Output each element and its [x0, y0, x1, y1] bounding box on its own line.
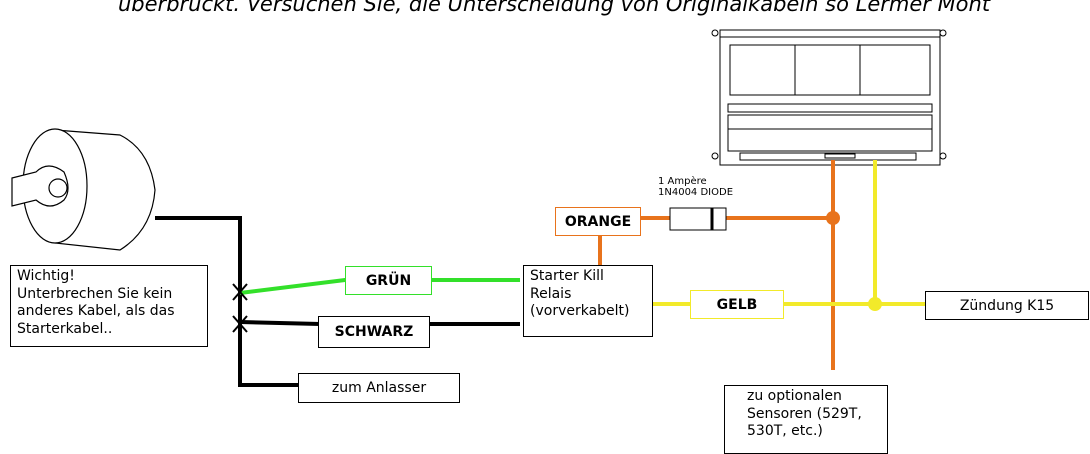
label-gruen: GRÜN — [345, 266, 432, 295]
important-note-box: Wichtig! Unterbrechen Sie kein anderes K… — [10, 265, 208, 347]
yellow-junction — [868, 297, 882, 311]
top-instruction-text: überbrückt. Versuchen Sie, die Untersche… — [118, 0, 991, 16]
orange-junction — [826, 211, 840, 225]
cut-mark-lower — [232, 315, 248, 333]
wire-black-ignition — [155, 216, 300, 387]
cut-mark-upper — [232, 283, 248, 301]
sensoren-box: zu optionalen Sensoren (529T, 530T, etc.… — [724, 385, 888, 454]
diode-label: 1 Ampère 1N4004 DIODE — [658, 176, 734, 198]
ignition-lock-icon — [11, 128, 156, 251]
label-orange: ORANGE — [555, 207, 641, 236]
label-schwarz: SCHWARZ — [318, 316, 430, 348]
diode-icon — [669, 207, 727, 231]
label-gelb: GELB — [690, 290, 784, 319]
zuendung-box: Zündung K15 — [925, 291, 1089, 320]
control-unit — [711, 29, 947, 166]
starter-kill-relay-box: Starter Kill Relais (vorverkabelt) — [523, 265, 653, 337]
zum-anlasser-box: zum Anlasser — [298, 373, 460, 403]
